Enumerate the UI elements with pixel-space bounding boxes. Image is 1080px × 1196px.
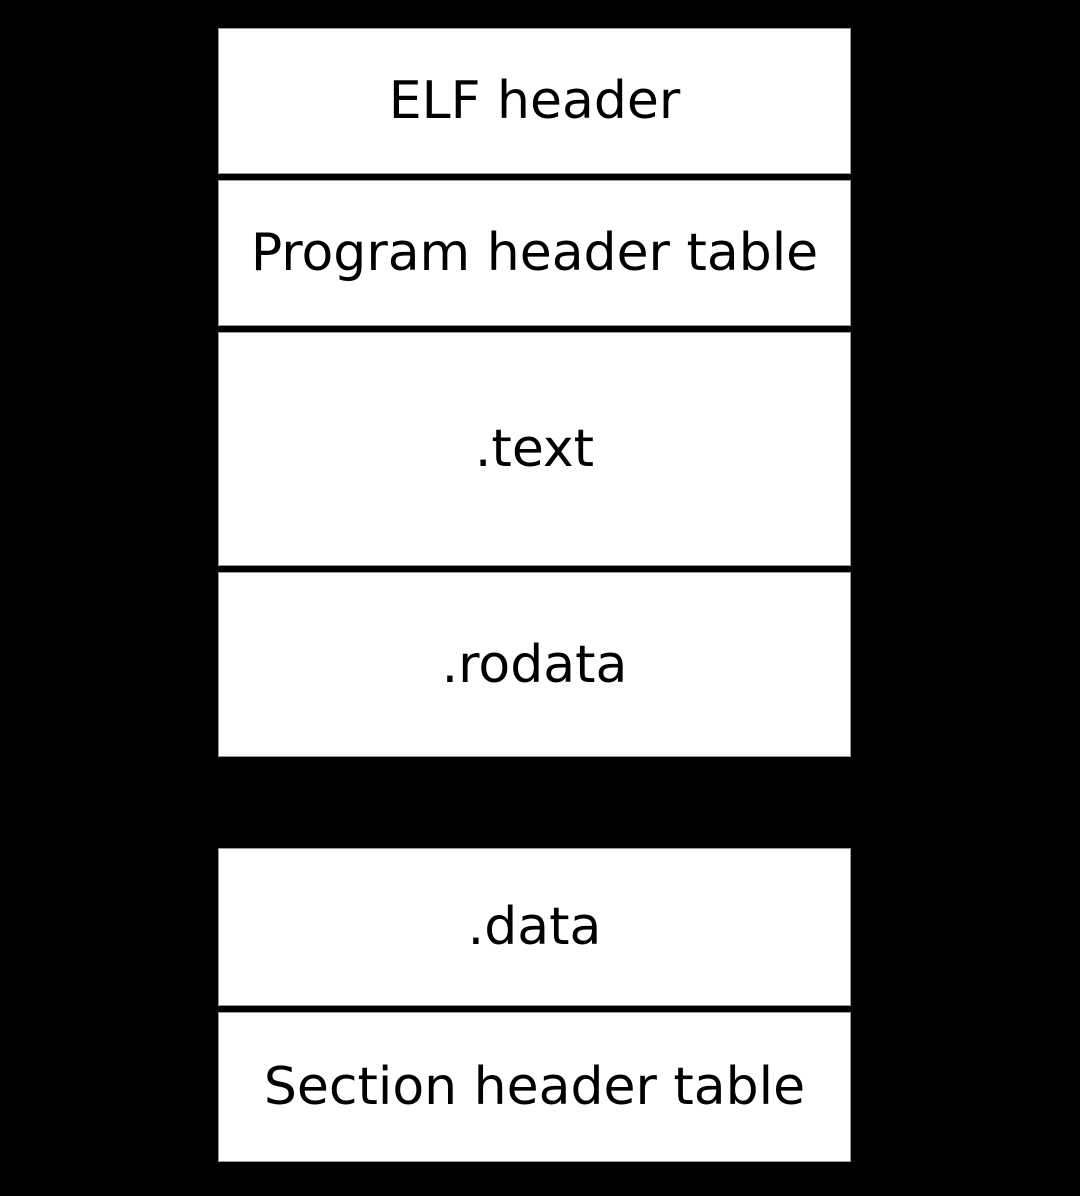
program-header-table-block: Program header table (218, 180, 851, 326)
section-header-table-block: Section header table (218, 1012, 851, 1162)
data-section-label: .data (467, 897, 602, 957)
rodata-section-label: .rodata (441, 634, 628, 695)
elf-header-block: ELF header (218, 28, 851, 174)
section-header-table-label: Section header table (263, 1057, 806, 1117)
text-section-label: .text (474, 419, 595, 479)
elf-header-label: ELF header (388, 71, 681, 131)
program-header-table-label: Program header table (250, 223, 819, 283)
section-gap-spacer (218, 757, 851, 848)
text-section-block: .text (218, 332, 851, 566)
data-section-block: .data (218, 848, 851, 1006)
rodata-section-block: .rodata (218, 572, 851, 757)
